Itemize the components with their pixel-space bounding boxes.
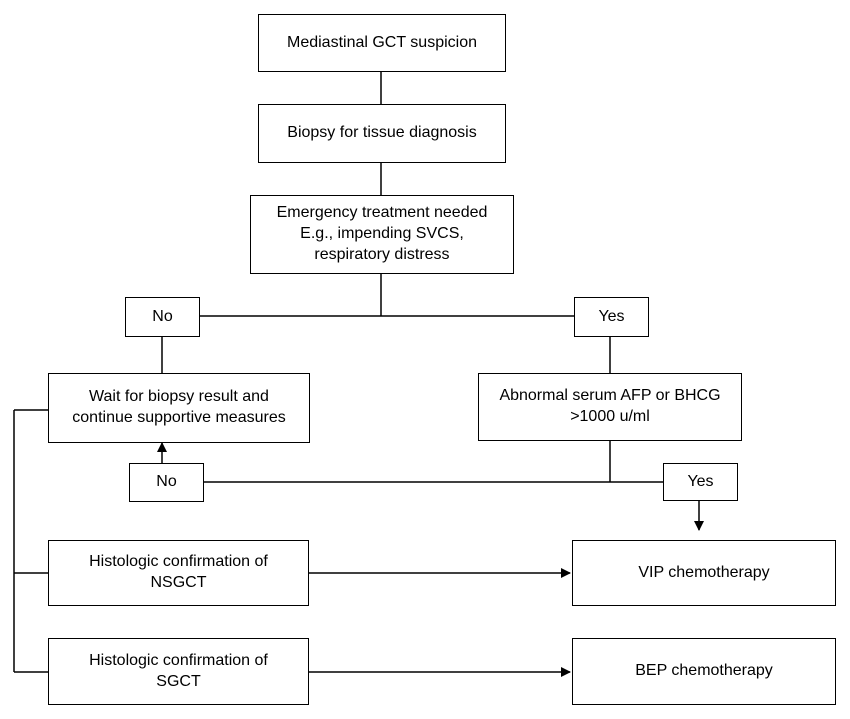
node-markers-line1: Abnormal serum AFP or BHCG [499,387,721,405]
node-yes-1: Yes [574,297,649,337]
node-yes-1-label: Yes [598,307,625,325]
node-serum-markers: Abnormal serum AFP or BHCG >1000 u/ml [478,373,742,441]
node-wait-biopsy: Wait for biopsy result and continue supp… [48,373,310,443]
node-biopsy: Biopsy for tissue diagnosis [258,104,506,163]
node-nsgct-line2: NSGCT [150,574,207,591]
node-nsgct-confirmation: Histologic confirmation of NSGCT [48,540,309,606]
node-sgct-confirmation: Histologic confirmation of SGCT [48,638,309,705]
node-sgct-line2: SGCT [156,672,201,690]
node-vip-chemotherapy: VIP chemotherapy [572,540,836,606]
node-wait-line2: continue supportive measures [72,409,286,426]
node-yes-2-label: Yes [687,472,714,490]
node-nsgct-line1: Histologic confirmation of [89,553,268,571]
node-sgct-line1: Histologic confirmation of [89,651,268,669]
node-emergency-treatment: Emergency treatment needed E.g., impendi… [250,195,514,274]
node-bep-label: BEP chemotherapy [635,662,773,680]
node-wait-line1: Wait for biopsy result and [89,388,269,406]
node-no-1: No [125,297,200,337]
node-bep-chemotherapy: BEP chemotherapy [572,638,836,705]
node-emergency-line1: Emergency treatment needed [276,204,488,222]
node-biopsy-label: Biopsy for tissue diagnosis [287,124,477,142]
node-yes-2: Yes [663,463,738,501]
node-markers-line2: >1000 u/ml [570,408,650,425]
node-emergency-line3: respiratory distress [314,245,450,263]
node-no-1-label: No [152,307,173,325]
node-no-2: No [129,463,204,502]
node-emergency-line2: E.g., impending SVCS, [300,225,464,243]
node-no-2-label: No [156,473,177,491]
node-vip-label: VIP chemotherapy [638,563,770,581]
node-gct-suspicion-label: Mediastinal GCT suspicion [286,33,477,51]
node-gct-suspicion: Mediastinal GCT suspicion [258,14,506,72]
